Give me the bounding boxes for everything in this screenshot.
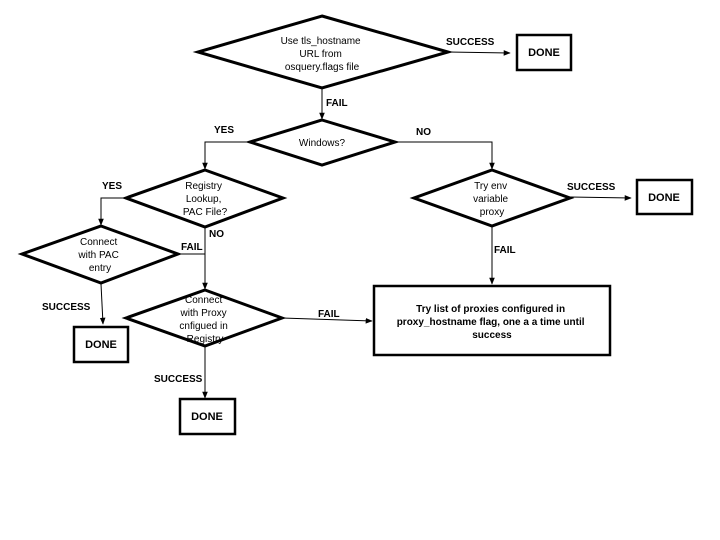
edge-labels: SUCCESS FAIL YES NO YES NO SUCCESS FAIL … xyxy=(42,37,616,385)
node-text-line: PAC File? xyxy=(183,207,228,218)
edge-label-tls-success: SUCCESS xyxy=(446,37,495,48)
node-label: DONE xyxy=(528,47,560,59)
node-text-line: Try env xyxy=(474,181,507,192)
node-label: DONE xyxy=(648,192,680,204)
edge-label-registry-yes: YES xyxy=(102,181,122,192)
node-text-line: variable xyxy=(473,194,508,205)
svg-text:Use tls_hostname URL fro: Use tls_hostname URL from osquery.flags … xyxy=(281,36,364,73)
edge-label-env-fail: FAIL xyxy=(494,245,516,256)
node-done-env: DONE xyxy=(635,178,694,216)
node-label: DONE xyxy=(191,411,223,423)
node-label: Windows? xyxy=(299,138,346,149)
node-text-line: URL from xyxy=(299,49,341,60)
node-done-registry: DONE xyxy=(178,397,237,436)
edge-label-registry-proxy-fail: FAIL xyxy=(318,309,340,320)
node-text-line: proxy xyxy=(480,207,504,218)
node-text-line: entry xyxy=(89,263,111,274)
node-connect-registry-proxy: Connect with Proxy cnfigued in Registry xyxy=(121,288,287,348)
svg-text:Registry Lookup, P: Registry Lookup, PAC File? xyxy=(183,181,228,218)
node-connect-pac: Connect with PAC entry xyxy=(17,224,183,285)
node-text-line: Registry xyxy=(187,334,224,345)
node-text-line: Lookup, xyxy=(186,194,222,205)
node-label: DONE xyxy=(85,339,117,351)
edge-tls-to-done xyxy=(447,50,511,56)
node-try-proxy-list: Try list of proxies configured in proxy_… xyxy=(372,284,612,357)
node-windows: Windows? xyxy=(244,118,401,167)
node-text-line: osquery.flags file xyxy=(285,62,360,73)
edge-label-env-success: SUCCESS xyxy=(567,182,616,193)
svg-text:Try list of proxies configured: Try list of proxies configured in proxy_… xyxy=(397,304,588,341)
node-done-top: DONE xyxy=(515,33,573,72)
node-text-line: success xyxy=(472,330,512,341)
edge-label-pac-success: SUCCESS xyxy=(42,302,91,313)
node-text-line: Registry xyxy=(185,181,222,192)
node-text-line: Use tls_hostname xyxy=(281,36,361,47)
node-registry-lookup: Registry Lookup, PAC File? xyxy=(121,168,288,229)
node-text-line: Connect xyxy=(185,295,222,306)
node-text-line: with Proxy xyxy=(180,308,227,319)
node-text-line: cnfigued in xyxy=(179,321,227,332)
edge-label-windows-yes: YES xyxy=(214,125,234,136)
node-done-pac: DONE xyxy=(72,325,130,364)
svg-text:Try env variable p: Try env variable proxy xyxy=(473,181,511,218)
node-text-line: Try list of proxies configured in xyxy=(416,304,565,315)
edge-label-tls-fail: FAIL xyxy=(326,98,348,109)
edge-registry-yes xyxy=(98,197,126,226)
node-text-line: Connect xyxy=(80,237,117,248)
node-text-line: proxy_hostname flag, one a a time until xyxy=(397,317,585,328)
edge-registry-proxy-fail xyxy=(281,317,373,324)
node-text-line: with PAC xyxy=(77,250,118,261)
edge-label-registry-proxy-success: SUCCESS xyxy=(154,374,203,385)
edge-env-success xyxy=(569,195,632,201)
edge-windows-no xyxy=(395,141,495,170)
edge-pac-success xyxy=(99,283,106,325)
edge-windows-yes xyxy=(202,141,250,170)
edge-label-pac-fail: FAIL xyxy=(181,242,203,253)
svg-text:Connect with PAC e: Connect with PAC entry xyxy=(77,237,121,274)
edge-label-registry-no: NO xyxy=(209,229,224,240)
node-try-env-proxy: Try env variable proxy xyxy=(409,168,575,228)
svg-text:Connect with Proxy: Connect with Proxy cnfigued in Registry xyxy=(179,295,230,345)
edges xyxy=(98,50,632,399)
edge-label-windows-no: NO xyxy=(416,127,431,138)
node-use-tls-hostname: Use tls_hostname URL from osquery.flags … xyxy=(192,14,454,90)
